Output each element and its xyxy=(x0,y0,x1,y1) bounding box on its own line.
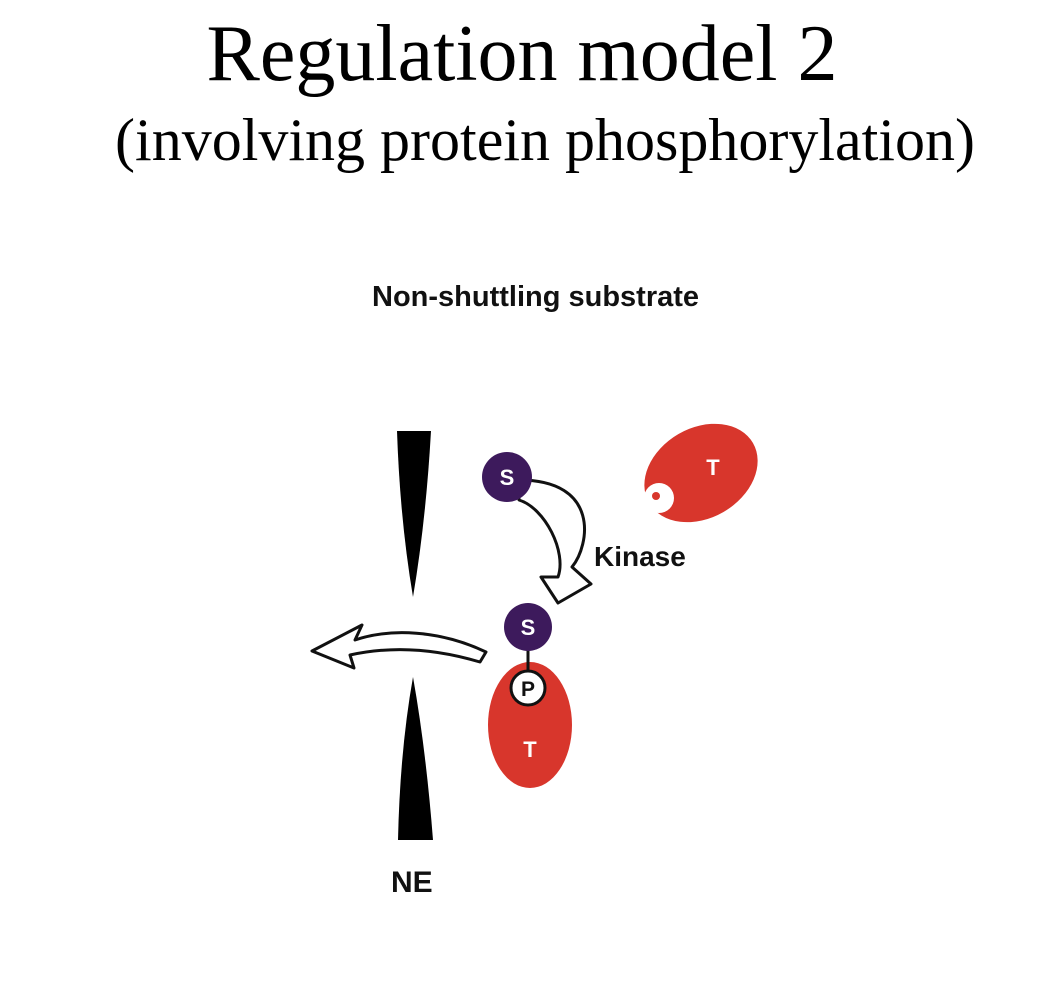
transporter-free-letter: T xyxy=(706,455,720,480)
substrate-free: S xyxy=(482,452,532,502)
phosphorylation-arrow xyxy=(517,478,593,605)
phosphate-letter: P xyxy=(521,678,535,701)
slide-subtitle: (involving protein phosphorylation) xyxy=(115,107,975,173)
kinase-label: Kinase xyxy=(594,541,686,572)
export-arrow xyxy=(310,623,488,670)
transporter-bound-letter: T xyxy=(523,737,537,762)
phosphate-group: P xyxy=(509,669,547,707)
slide-title: Regulation model 2 xyxy=(206,10,838,98)
substrate-phosphorylated-letter: S xyxy=(521,615,536,640)
nuclear-envelope-lower xyxy=(398,677,433,840)
nuclear-envelope-upper xyxy=(397,431,431,597)
substrate-phosphorylated: S xyxy=(504,603,552,651)
transporter-bound: T xyxy=(488,662,572,788)
nuclear-envelope-label: NE xyxy=(391,866,433,899)
transporter-free: T xyxy=(644,423,758,523)
non-shuttling-substrate-label: Non-shuttling substrate xyxy=(372,281,699,313)
substrate-free-letter: S xyxy=(500,465,515,490)
